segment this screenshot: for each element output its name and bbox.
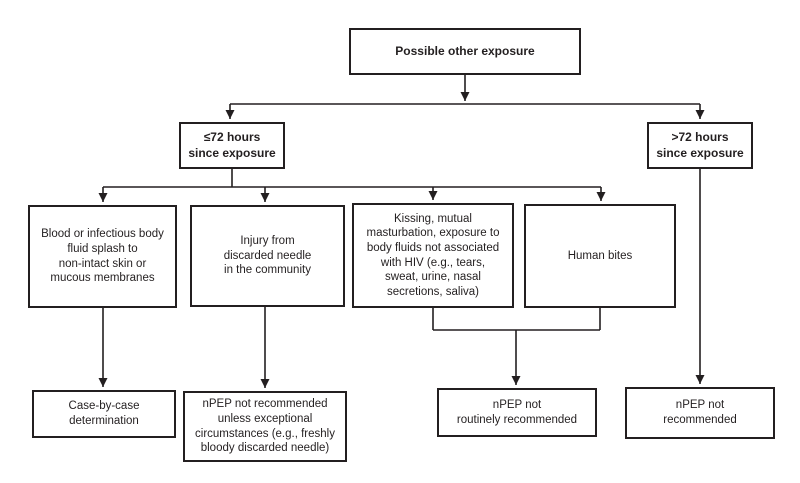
node-low-risk-fluids-exposure: Kissing, mutual masturbation, exposure t… [352, 203, 514, 308]
node-human-bites: Human bites [524, 204, 676, 308]
node-blood-fluid-splash: Blood or infectious body fluid splash to… [28, 205, 177, 308]
node-within-72-hours: ≤72 hours since exposure [179, 122, 285, 169]
node-discarded-needle-injury: Injury from discarded needle in the comm… [190, 205, 345, 307]
node-after-72-hours: >72 hours since exposure [647, 122, 753, 169]
node-npep-not-recommended: nPEP not recommended [625, 387, 775, 439]
node-possible-other-exposure: Possible other exposure [349, 28, 581, 75]
node-npep-unless-exceptional: nPEP not recommended unless exceptional … [183, 391, 347, 462]
node-npep-not-routinely-recommended: nPEP not routinely recommended [437, 388, 597, 437]
node-case-by-case-determination: Case-by-case determination [32, 390, 176, 438]
